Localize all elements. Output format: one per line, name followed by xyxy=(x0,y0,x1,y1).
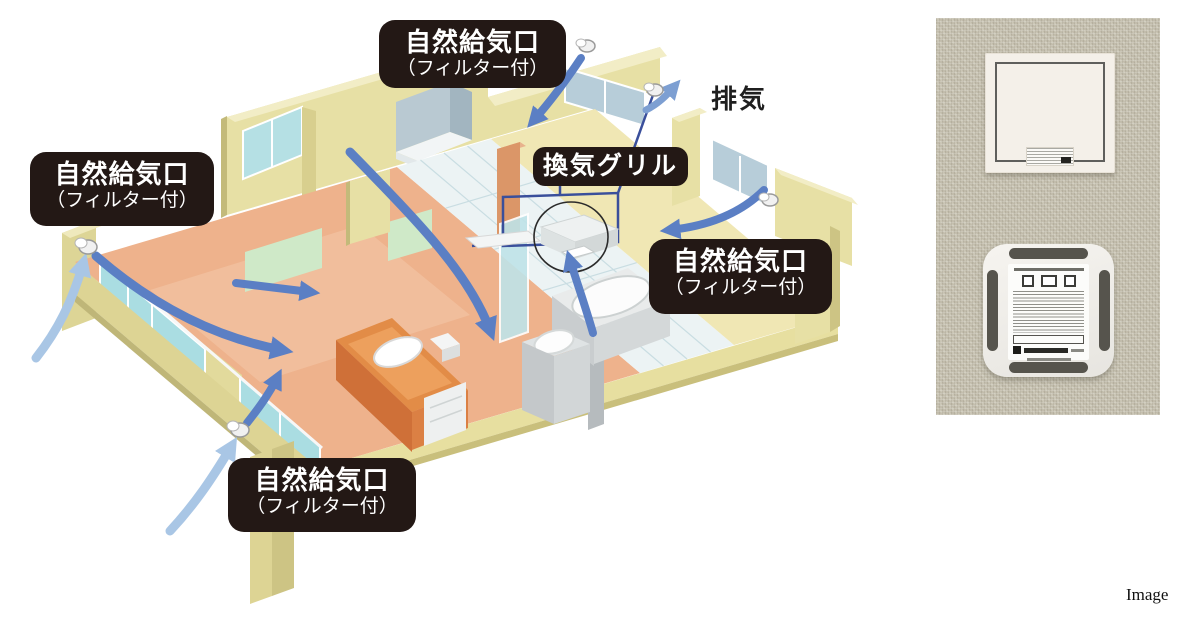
label-natural-intake-top: 自然給気口 （フィルター付） xyxy=(379,20,566,88)
intake-flow-arrow-left xyxy=(91,251,294,360)
label-exhaust: 排気 xyxy=(711,84,768,114)
vent-cover-frame-line xyxy=(995,62,1105,162)
vent-cover-spec-sticker xyxy=(1027,148,1073,165)
bedroom-back-window xyxy=(242,105,316,200)
label-vent-grille: 換気グリル xyxy=(533,147,688,186)
vent-slit-top xyxy=(1009,248,1088,259)
maintenance-square-icon xyxy=(1063,275,1076,287)
outside-air-arrow-bottom xyxy=(165,436,238,536)
intake-vent-cap-top xyxy=(575,38,596,53)
label-line1: 自然給気口 xyxy=(54,159,190,189)
washroom-fixtures xyxy=(499,212,670,430)
photo-vent-unit-open xyxy=(983,244,1114,377)
intake-vent-cap-bottom xyxy=(226,420,250,438)
photo-vent-cover-closed xyxy=(985,53,1115,173)
sticker-maker-line xyxy=(1026,358,1071,361)
filter-square-icon xyxy=(1021,275,1034,287)
vent-slit-left xyxy=(987,270,998,351)
label-line1: 換気グリル xyxy=(542,152,678,180)
label-line2: （フィルター付） xyxy=(246,495,398,517)
sticker-fine-print-lines xyxy=(1013,291,1084,333)
label-line1: 自然給気口 xyxy=(254,465,390,495)
label-line2: （フィルター付） xyxy=(46,189,198,211)
exhaust-vent-cap xyxy=(643,82,664,97)
intake-vent-cap-right xyxy=(758,192,779,207)
vent-slit-bottom xyxy=(1009,362,1088,373)
vent-slit-right xyxy=(1099,270,1110,351)
phone-number-bar xyxy=(1024,347,1069,353)
label-line2: （フィルター付） xyxy=(396,57,549,79)
label-natural-intake-left: 自然給気口 （フィルター付） xyxy=(30,152,214,226)
intake-vent-caps xyxy=(74,38,779,438)
sticker-icon-row xyxy=(1011,275,1086,287)
label-line2: （フィルター付） xyxy=(664,276,817,298)
sticker-boxed-note xyxy=(1013,335,1084,344)
sticker-barcode-block xyxy=(1061,157,1071,163)
sticker-contact-row xyxy=(1013,346,1084,354)
intake-flow-arrow-right xyxy=(659,186,768,240)
corridor-flow-arrow xyxy=(232,279,321,302)
exhaust-arrow xyxy=(642,79,681,114)
intake-vent-cap-left xyxy=(74,237,98,255)
phone-note-bar xyxy=(1071,348,1084,352)
bathroom-up-flow-arrow xyxy=(563,250,597,337)
airflow-square-icon xyxy=(1040,275,1057,287)
cross-room-flow-arrow xyxy=(345,147,497,341)
label-natural-intake-right: 自然給気口 （フィルター付） xyxy=(649,239,832,314)
intake-flow-arrow-top xyxy=(527,54,585,128)
image-caption: Image xyxy=(1126,585,1169,604)
vent-product-photo xyxy=(936,18,1160,415)
apartment-isometric-illustration xyxy=(31,38,858,604)
vent-instruction-sticker xyxy=(1008,264,1089,361)
label-line1: 自然給気口 xyxy=(404,27,540,57)
airflow-arrows xyxy=(31,54,768,536)
label-natural-intake-bottom: 自然給気口 （フィルター付） xyxy=(228,458,416,532)
intake-flow-arrow-bottom xyxy=(243,368,282,427)
outside-air-arrow-left xyxy=(31,252,91,363)
sticker-title-line xyxy=(1013,268,1084,271)
label-line1: 自然給気口 xyxy=(672,246,808,276)
phone-icon xyxy=(1013,346,1022,354)
kitchen-counter xyxy=(336,318,468,452)
